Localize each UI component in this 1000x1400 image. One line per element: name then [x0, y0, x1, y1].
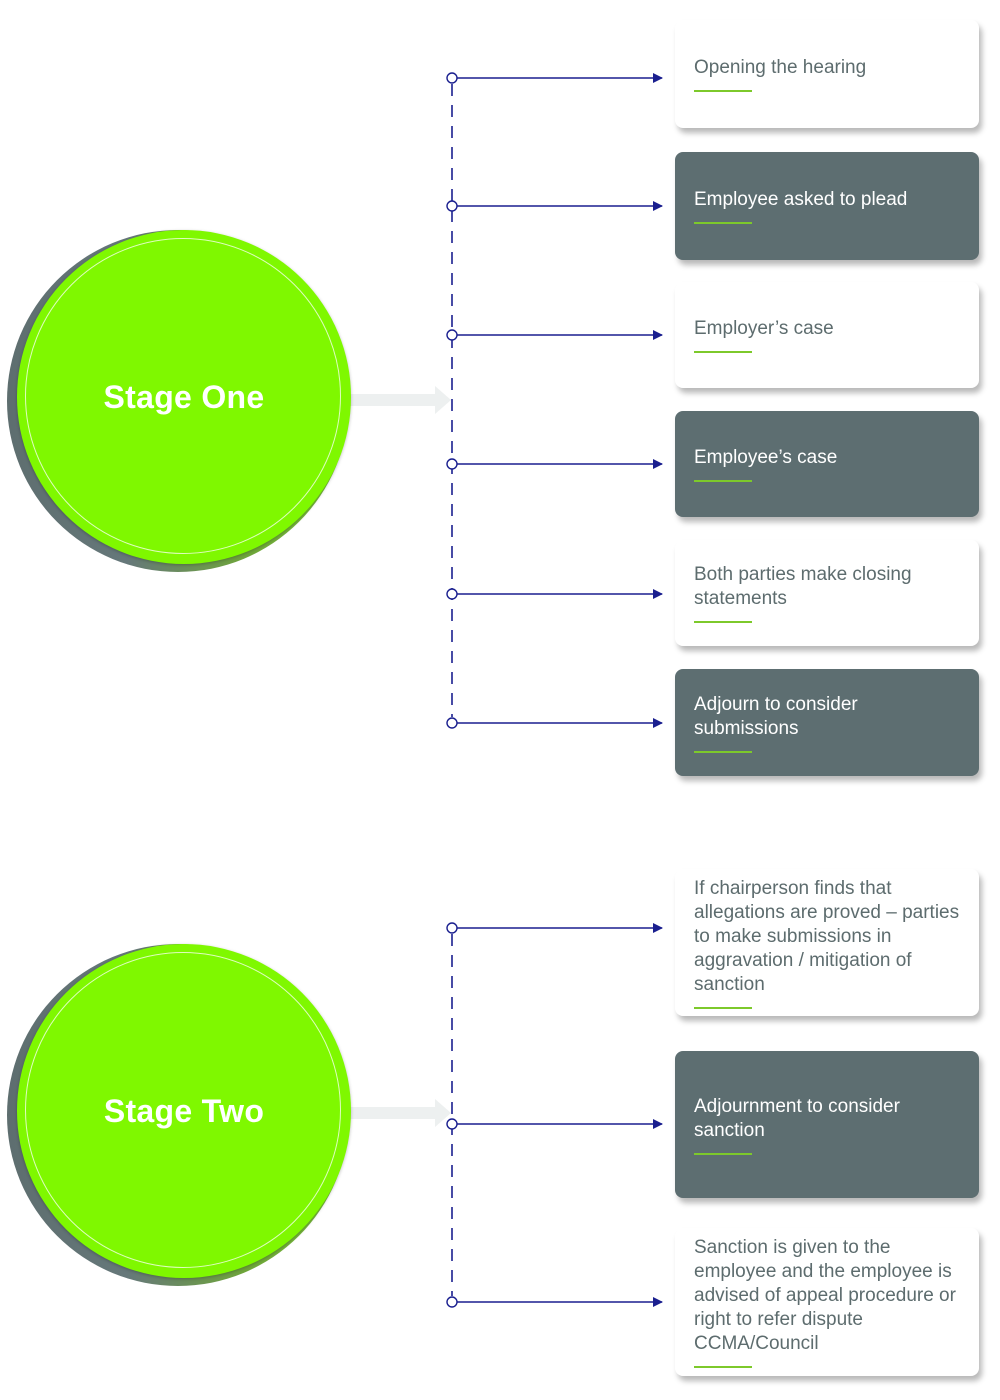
step-underline — [694, 222, 752, 224]
branch-node-circle — [446, 329, 458, 341]
step-box: Employee’s case — [675, 411, 979, 517]
step-box: Employer’s case — [675, 282, 979, 388]
step-text: Adjournment to consider sanction — [694, 1095, 900, 1141]
stage-pointer — [345, 1107, 437, 1119]
branch-node-circle — [446, 72, 458, 84]
step-underline — [694, 480, 752, 482]
step-box: Sanction is given to the employee and th… — [675, 1228, 979, 1376]
step-text: Employer’s case — [694, 318, 834, 339]
stage-pointer-head — [435, 1099, 451, 1127]
branch-node-circle — [446, 458, 458, 470]
step-box: If chairperson finds that allegations ar… — [675, 869, 979, 1016]
step-text: Sanction is given to the employee and th… — [694, 1237, 956, 1354]
stage-pointer — [345, 394, 437, 406]
step-text: Adjourn to consider submissions — [694, 693, 858, 739]
step-text: Employee’s case — [694, 447, 838, 468]
branch-node-circle — [446, 200, 458, 212]
stage-1-label: Stage One — [103, 378, 265, 415]
step-box: Both parties make closing statements — [675, 540, 979, 646]
step-underline — [694, 90, 752, 92]
step-box: Adjourn to consider submissions — [675, 669, 979, 776]
step-box: Opening the hearing — [675, 20, 979, 128]
branch-node-circle — [446, 588, 458, 600]
stage-pointer-head — [435, 386, 451, 414]
step-underline — [694, 621, 752, 623]
step-underline — [694, 750, 752, 753]
branch-node-circle — [446, 717, 458, 729]
stage-1-circle: Stage One — [7, 230, 351, 572]
branch-node-circle — [446, 1118, 458, 1130]
step-text: Opening the hearing — [694, 57, 867, 78]
stage-1-connectors — [345, 72, 663, 729]
branch-node-circle — [446, 1296, 458, 1308]
step-text: Employee asked to plead — [694, 189, 908, 210]
stage-2-circle: Stage Two — [7, 944, 351, 1286]
step-underline — [694, 1006, 752, 1009]
stage-2-label: Stage Two — [103, 1092, 265, 1129]
step-underline — [694, 351, 752, 353]
step-text: Both parties make closing statements — [694, 564, 912, 609]
branch-node-circle — [446, 922, 458, 934]
step-box: Adjournment to consider sanction — [675, 1051, 979, 1198]
step-text: If chairperson finds that allegations ar… — [694, 877, 960, 995]
step-box: Employee asked to plead — [675, 152, 979, 260]
circle-ring — [25, 952, 341, 1268]
stage-2-connectors — [345, 922, 663, 1308]
circle-ring — [25, 238, 341, 554]
step-underline — [694, 1152, 752, 1155]
step-underline — [694, 1366, 752, 1368]
